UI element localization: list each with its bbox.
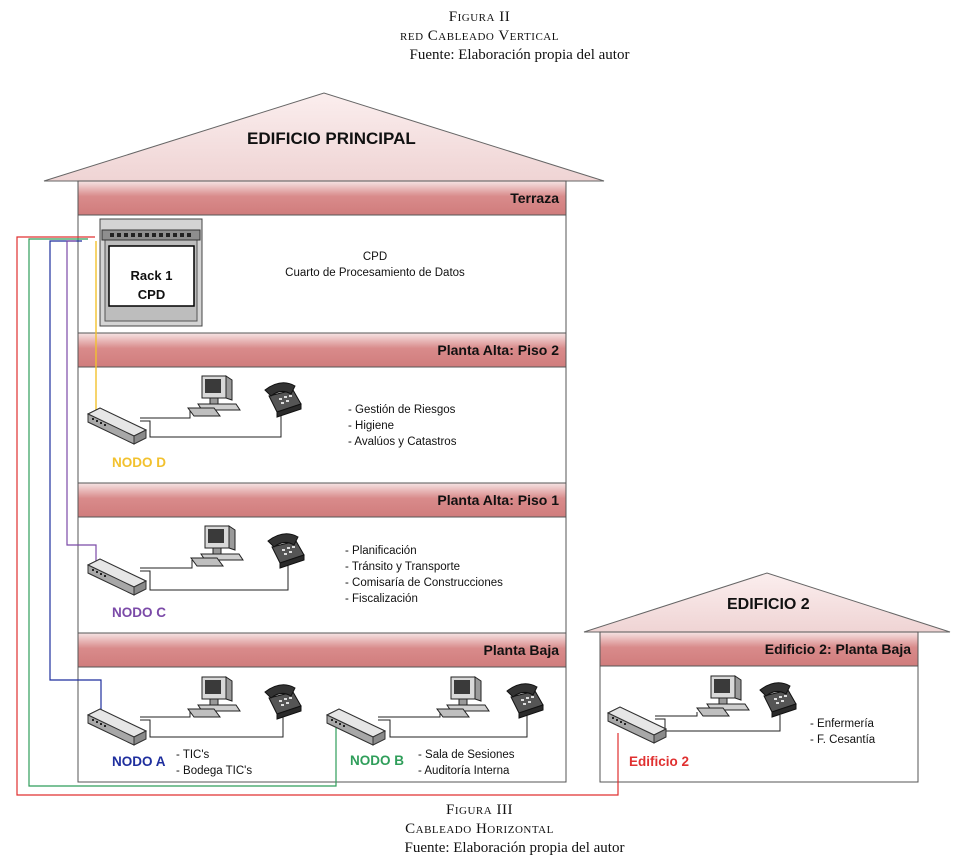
figure-ii-source: Fuente: Elaboración propia del autor xyxy=(409,47,630,63)
figure-iii-source: Fuente: Elaboración propia del autor xyxy=(404,840,625,856)
list-item: - TIC's xyxy=(176,749,210,761)
cpd-line2: Cuarto de Procesamiento de Datos xyxy=(285,267,465,279)
list-item: - Sala de Sesiones xyxy=(418,749,515,761)
band-piso1 xyxy=(77,482,567,518)
list-item: - Planificación xyxy=(345,545,417,557)
band-planta-baja xyxy=(77,632,567,668)
rack-label-line2: CPD xyxy=(137,287,166,302)
rack-patch-panel xyxy=(101,229,201,241)
nodo-a-departments: - TIC's - Bodega TIC's xyxy=(176,747,252,779)
band-piso2 xyxy=(77,332,567,368)
figure-ii-number: Figura II xyxy=(448,9,511,25)
cpd-line1: CPD xyxy=(362,251,388,263)
list-item: - Tránsito y Transporte xyxy=(345,561,461,573)
piso2-departments: - Gestión de Riesgos - Higiene - Avalúos… xyxy=(348,402,456,450)
figure-ii-title: red Cableado Vertical xyxy=(400,28,559,44)
edificio2-departments: - Enfermería - F. Cesantía xyxy=(810,716,875,748)
nodo-b-label: NODO B xyxy=(350,753,404,768)
list-item: - Gestión de Riesgos xyxy=(348,404,456,416)
main-building-title: EDIFICIO PRINCIPAL xyxy=(247,129,416,148)
rack-label-line1: Rack 1 xyxy=(130,268,173,283)
edificio2-node-label: Edificio 2 xyxy=(629,754,690,769)
cpd-description: CPD Cuarto de Procesamiento de Datos xyxy=(270,249,480,281)
nodo-b-departments: - Sala de Sesiones - Auditoría Interna xyxy=(418,747,515,779)
cable-red-edificio2 xyxy=(16,236,619,796)
cable-purple-nodo-c xyxy=(66,240,97,565)
list-item: - Avalúos y Catastros xyxy=(348,436,457,448)
band-terraza xyxy=(77,180,567,216)
list-item: - Enfermería xyxy=(810,718,874,730)
cable-blue-nodo-a xyxy=(49,240,102,713)
nodo-c-label: NODO C xyxy=(112,605,166,620)
list-item: - Higiene xyxy=(348,420,395,432)
list-item: - Comisaría de Construcciones xyxy=(345,577,503,589)
floor-terraza-label: Terraza xyxy=(510,190,559,206)
floor-piso2-label: Planta Alta: Piso 2 xyxy=(437,342,559,358)
figure-iii-number: Figura III xyxy=(446,802,513,818)
list-item: - Bodega TIC's xyxy=(176,765,253,777)
piso1-departments: - Planificación - Tránsito y Transporte … xyxy=(345,543,503,607)
rack-label: Rack 1 CPD xyxy=(109,266,194,304)
list-item: - Auditoría Interna xyxy=(418,765,510,777)
cable-green-nodo-b xyxy=(28,238,337,787)
band-edificio2 xyxy=(599,631,919,667)
list-item: - F. Cesantía xyxy=(810,734,876,746)
floor-planta-baja-label: Planta Baja xyxy=(483,642,559,658)
floor-edificio2-label: Edificio 2: Planta Baja xyxy=(764,641,911,657)
floor-piso1-label: Planta Alta: Piso 1 xyxy=(437,492,559,508)
nodo-d-label: NODO D xyxy=(112,455,166,470)
building2-title: EDIFICIO 2 xyxy=(727,596,810,613)
list-item: - Fiscalización xyxy=(345,593,418,605)
nodo-a-label: NODO A xyxy=(112,754,166,769)
figure-iii-title: Cableado Horizontal xyxy=(405,821,554,837)
